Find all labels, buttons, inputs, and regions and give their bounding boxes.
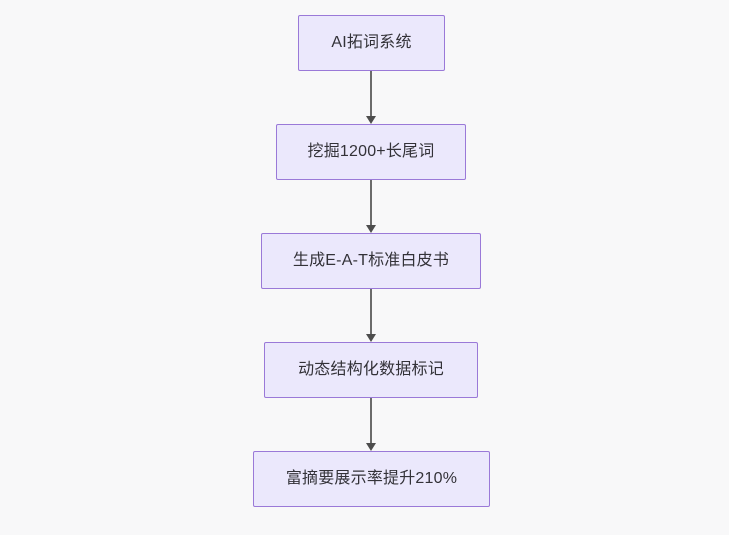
connector-n4-n5: [361, 398, 381, 451]
connector-line: [370, 289, 372, 334]
connector-line: [370, 398, 372, 443]
connector-n1-n2: [361, 71, 381, 124]
flow-node-label: 动态结构化数据标记: [298, 361, 444, 379]
flow-node-label: AI拓词系统: [331, 34, 412, 52]
arrowhead-icon: [365, 225, 376, 233]
connector-n3-n4: [361, 289, 381, 342]
connector-line: [370, 71, 372, 116]
flow-node-generate-eat-whitepaper[interactable]: 生成E-A-T标准白皮书: [261, 233, 481, 289]
flow-node-dynamic-structured-data-markup[interactable]: 动态结构化数据标记: [264, 342, 478, 398]
flow-node-label: 生成E-A-T标准白皮书: [292, 252, 450, 270]
arrowhead-icon: [365, 334, 376, 342]
connector-line: [370, 180, 372, 225]
arrowhead-icon: [365, 116, 376, 124]
flow-node-label: 富摘要展示率提升210%: [285, 470, 458, 488]
flow-node-label: 挖掘1200+长尾词: [307, 143, 435, 161]
arrowhead-icon: [365, 443, 376, 451]
flow-node-mine-longtail-keywords[interactable]: 挖掘1200+长尾词: [276, 124, 466, 180]
flow-node-ai-keyword-system[interactable]: AI拓词系统: [298, 15, 445, 71]
flow-node-rich-snippet-uplift[interactable]: 富摘要展示率提升210%: [253, 451, 490, 507]
connector-n2-n3: [361, 180, 381, 233]
